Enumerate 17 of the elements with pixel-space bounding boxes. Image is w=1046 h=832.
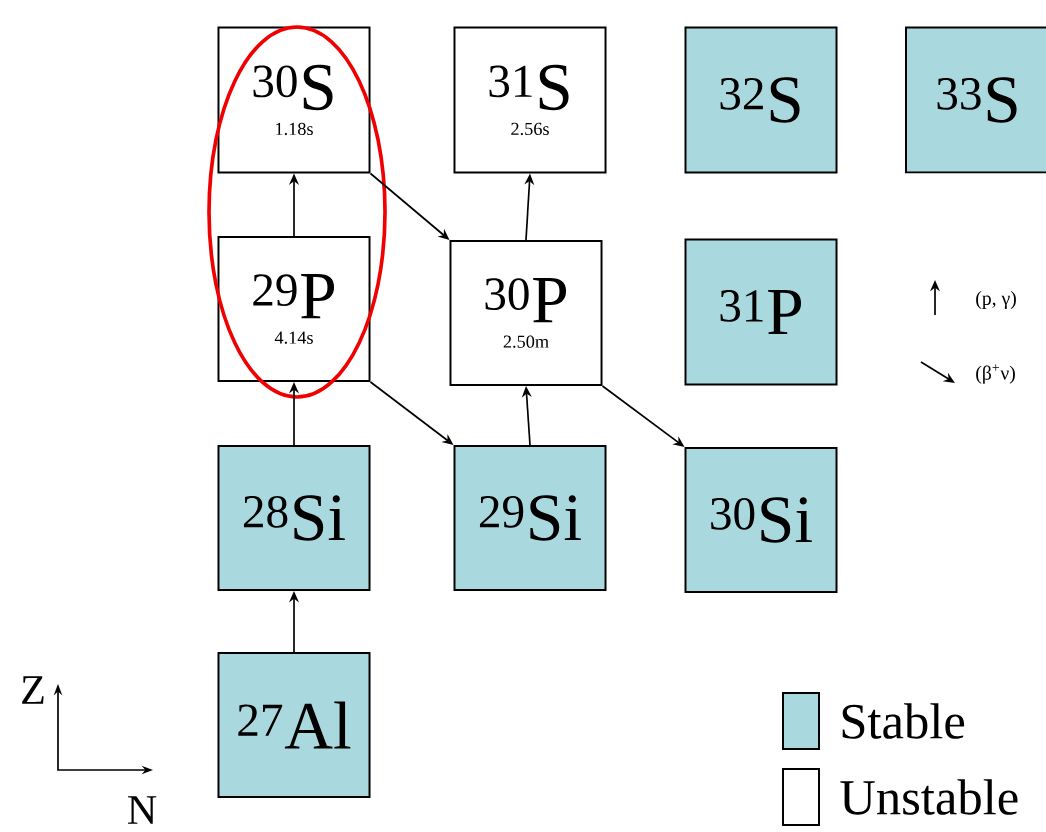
nuclide-box: $^{31}$S 2.56s [453,26,607,174]
nuclide-box: $^{32}$S [684,26,838,174]
nuclide-box: $^{28}$Si [217,445,371,591]
legend-text: (β$^{+}$ν) [976,364,1015,384]
axis-label: Z [22,676,44,704]
nuclide-box: $^{27}$Al [217,652,371,798]
nuclide-box: $^{30}$Si [684,447,838,593]
nuclide-box: $^{29}$Si [453,445,607,591]
nuclide-box: $^{30}$P 2.50m [449,240,603,386]
legend-text: Stable [842,703,965,739]
nuclide-box: $^{31}$P [684,238,838,386]
nuclide-box: $^{29}$P 4.14s [217,236,371,382]
nuclide-box: $^{30}$S 1.18s [217,26,371,174]
axis-label: N [128,796,157,824]
legend-text: (p, γ) [976,291,1016,309]
legend-text: Unstable [840,779,1018,815]
nuclide-box: $^{33}$S [905,26,1046,174]
